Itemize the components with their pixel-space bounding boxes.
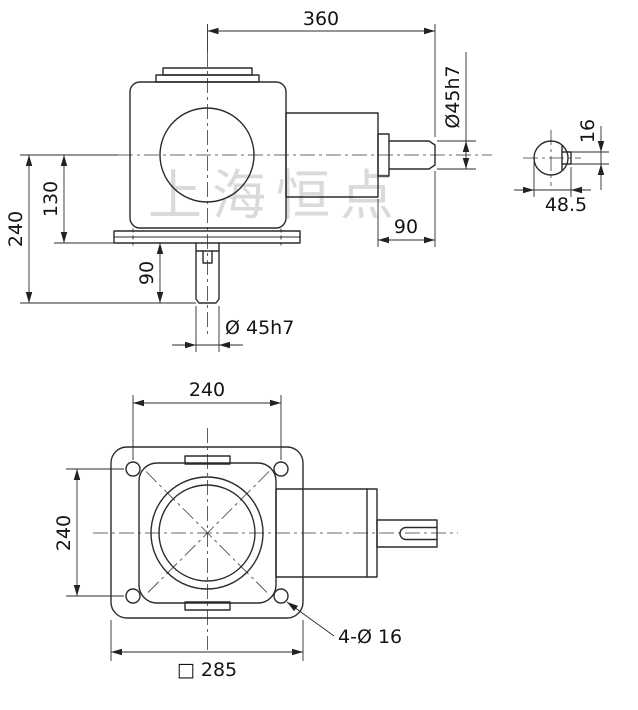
plan-input-shaft [376, 519, 438, 548]
shaft-collar [377, 133, 390, 177]
dim-text-90-bottom: 90 [136, 261, 158, 285]
dim-overall-length: 360 [207, 8, 436, 137]
dim-input-shaft-dia: Ø45h7 [437, 52, 476, 170]
bore-inner-circle [158, 484, 256, 582]
bearing-bore-circle [159, 107, 255, 203]
dim-output-shaft-length: 90 [136, 243, 164, 303]
plan-diagonal-centerline-2 [145, 471, 270, 595]
bolt-hole-bottom-left [125, 588, 141, 604]
dim-text-dia45h7-right: Ø45h7 [442, 65, 464, 128]
dim-input-shaft-length: 90 [377, 171, 436, 247]
dim-text-285: □ 285 [177, 659, 237, 681]
dim-bolt-holes-callout: 4-Ø 16 [286, 601, 402, 648]
dim-text-16: 16 [577, 119, 599, 143]
dim-text-90-right: 90 [394, 216, 418, 238]
plan-view [93, 428, 458, 650]
shaft-section-circle [533, 140, 569, 176]
dim-text-240-side: 240 [53, 515, 75, 551]
dim-key-height: 48.5 [514, 162, 591, 216]
dim-flange-square: □ 285 [110, 620, 304, 681]
dim-output-shaft-dia: Ø 45h7 [172, 306, 294, 352]
dim-key-width: 16 [564, 119, 609, 190]
bolt-hole-bottom-right [273, 588, 289, 604]
bottom-tab [184, 601, 231, 611]
dim-text-dia45h7-bottom: Ø 45h7 [225, 317, 294, 339]
shaft-key-section-view [523, 130, 581, 186]
bolt-hole-top-right [273, 461, 289, 477]
dim-bolt-spacing-horizontal: 240 [132, 379, 282, 460]
dim-bolt-spacing-vertical: 240 [53, 468, 124, 597]
top-boss-upper [162, 67, 253, 76]
watermark-text: 上海恒点 [148, 164, 404, 227]
bolt-hole-top-left [125, 461, 141, 477]
output-shaft [195, 242, 220, 304]
output-shaft-keyway [202, 250, 213, 264]
mounting-flange [110, 446, 304, 619]
front-view [113, 52, 492, 334]
dim-text-48-5: 48.5 [545, 194, 587, 216]
shaft-keyway-slot [399, 526, 438, 541]
dim-text-240-top: 240 [189, 379, 225, 401]
dim-text-240-left: 240 [5, 211, 27, 247]
input-shaft [388, 140, 436, 170]
dim-center-height: 130 [20, 154, 118, 244]
top-tab [184, 455, 231, 465]
dim-axis-to-shaft-end: 240 [5, 155, 196, 304]
dim-text-4-dia16: 4-Ø 16 [338, 626, 402, 648]
dim-text-360: 360 [303, 8, 339, 30]
bore-outer-circle [150, 476, 264, 590]
dim-text-130: 130 [40, 181, 62, 217]
